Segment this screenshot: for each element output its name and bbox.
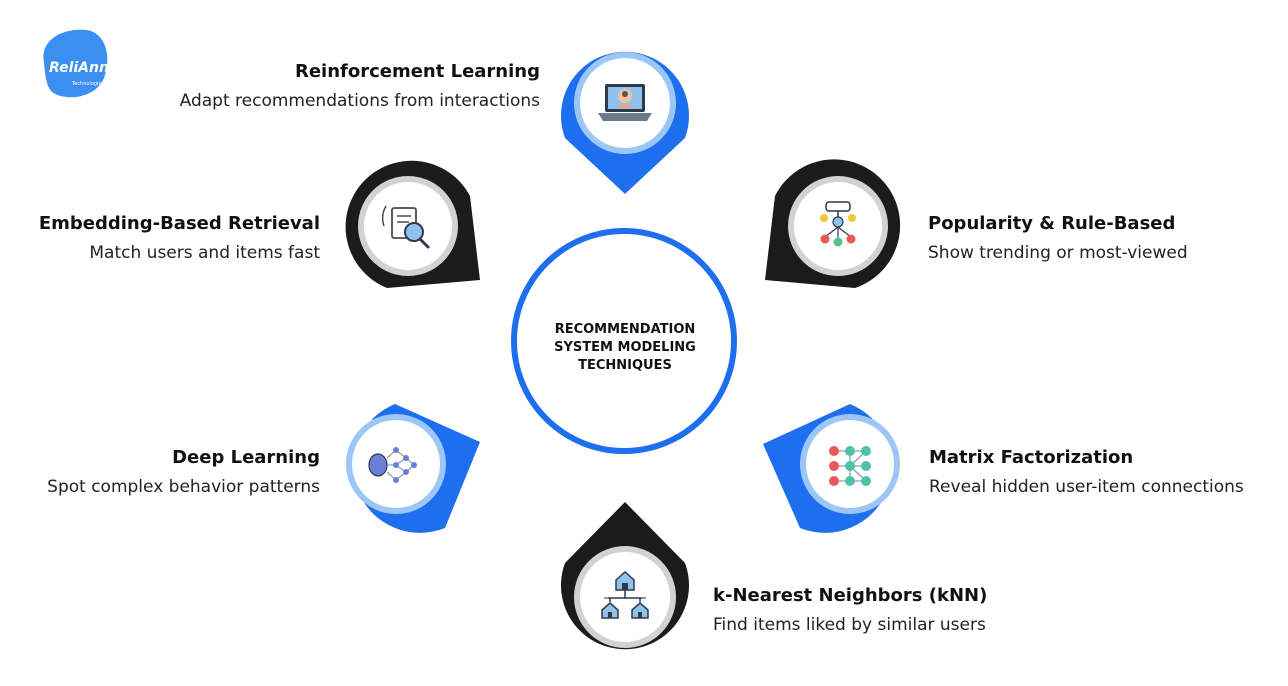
technique-description: Find items liked by similar users xyxy=(713,615,986,635)
pin-knn xyxy=(561,502,689,650)
logo-wordmark: ReliAnns xyxy=(49,60,117,76)
pin-popularity-rule xyxy=(765,159,901,288)
pin-reinforcement-learning xyxy=(561,51,689,194)
logo-subtext: Technologies xyxy=(71,81,105,87)
technique-title: Deep Learning xyxy=(172,447,320,468)
neural-network-icon xyxy=(368,447,417,483)
technique-description: Spot complex behavior patterns xyxy=(47,477,320,497)
center-title-line-3: TECHNIQUES xyxy=(578,358,672,373)
rule-tree-icon xyxy=(820,201,856,247)
technique-description: Match users and items fast xyxy=(89,243,320,263)
technique-matrix-factorization: Matrix Factorization Reveal hidden user-… xyxy=(929,446,1279,500)
technique-description: Reveal hidden user-item connections xyxy=(929,477,1244,497)
technique-title: Popularity & Rule-Based xyxy=(928,213,1176,234)
company-logo: ReliAnns Technologies xyxy=(43,29,117,98)
technique-embedding-retrieval: Embedding-Based Retrieval Match users an… xyxy=(0,212,320,266)
technique-description: Adapt recommendations from interactions xyxy=(179,91,540,111)
technique-title: Reinforcement Learning xyxy=(294,61,540,82)
technique-title: Matrix Factorization xyxy=(929,447,1134,468)
technique-reinforcement-learning: Reinforcement Learning Adapt recommendat… xyxy=(120,60,540,114)
technique-knn: k-Nearest Neighbors (kNN) Find items lik… xyxy=(713,584,1073,638)
center-circle xyxy=(511,228,737,454)
pin-embedding-retrieval xyxy=(345,160,480,288)
technique-popularity-rule: Popularity & Rule-Based Show trending or… xyxy=(928,212,1278,266)
pin-matrix-factorization xyxy=(763,404,900,533)
node-matrix-icon xyxy=(829,446,871,486)
ai-laptop-icon xyxy=(598,84,652,121)
house-network-icon xyxy=(601,570,649,619)
center-title-line-1: RECOMMENDATION xyxy=(554,322,696,337)
technique-title: Embedding-Based Retrieval xyxy=(38,213,320,234)
technique-deep-learning: Deep Learning Spot complex behavior patt… xyxy=(0,446,320,500)
center-title: RECOMMENDATION SYSTEM MODELING TECHNIQUE… xyxy=(530,321,720,375)
technique-description: Show trending or most-viewed xyxy=(928,243,1188,263)
pin-deep-learning xyxy=(346,404,480,533)
center-title-line-2: SYSTEM MODELING xyxy=(554,340,696,355)
document-search-icon xyxy=(381,205,430,249)
technique-title: k-Nearest Neighbors (kNN) xyxy=(713,585,988,606)
